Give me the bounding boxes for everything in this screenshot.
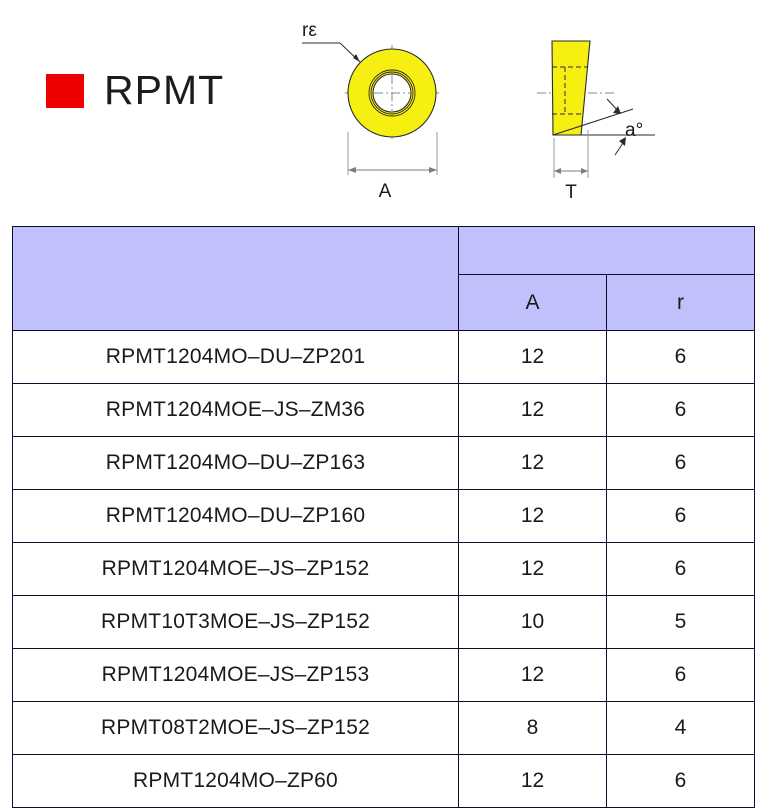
thickness-arrow-left [554,168,561,174]
cell-dimension-r: 6 [606,330,755,384]
insert-series-title: RPMT [104,67,225,113]
brand-color-swatch [46,73,84,108]
insert-counterbore-ring-mid [370,71,414,115]
cell-designation: RPMT10T3MOE–JS–ZP152 [12,595,459,649]
header-dimension-r: r [606,274,755,331]
cell-dimension-r: 6 [606,542,755,596]
cell-dimension-a: 12 [458,648,607,702]
cell-dimension-r: 6 [606,489,755,543]
cell-designation: RPMT1204MOE–JS–ZP152 [12,542,459,596]
cell-dimension-r: 6 [606,754,755,808]
cell-dimension-a: 12 [458,436,607,490]
brand-block: RPMT [46,70,224,111]
cell-dimension-a: 12 [458,330,607,384]
cell-designation: RPMT1204MO–ZP60 [12,754,459,808]
header-designation [12,226,459,331]
clearance-angle-label: a° [625,120,643,141]
thickness-label: T [565,182,577,203]
angle-lower-arrowhead [619,137,626,146]
width-label: A [379,181,392,202]
table-header-row-1 [12,226,755,331]
corner-radius-arrowhead [353,54,360,62]
width-arrow-right [429,167,437,173]
width-arrow-left [348,167,356,173]
insert-side-profile [551,40,591,136]
cell-dimension-a: 12 [458,489,607,543]
cell-dimension-a: 12 [458,542,607,596]
cell-designation: RPMT1204MO–DU–ZP160 [12,489,459,543]
insert-counterbore-ring-outer [368,69,416,117]
cell-designation: RPMT1204MOE–JS–ZM36 [12,383,459,437]
cell-dimension-a: 12 [458,754,607,808]
cell-dimension-a: 12 [458,383,607,437]
cell-dimension-r: 6 [606,383,755,437]
cell-dimension-r: 5 [606,595,755,649]
cell-dimension-r: 6 [606,436,755,490]
cell-designation: RPMT1204MOE–JS–ZP153 [12,648,459,702]
header-dimension-group [458,226,755,275]
table-head: A r [12,226,755,331]
cell-dimension-r: 6 [606,648,755,702]
cell-dimension-a: 8 [458,701,607,755]
header-dimension-a: A [458,274,607,331]
insert-side-view-diagram: a° T [537,40,655,203]
angle-upper-arrowhead [613,106,621,114]
cell-dimension-a: 10 [458,595,607,649]
corner-radius-label: rε [302,20,317,41]
cell-designation: RPMT1204MO–DU–ZP163 [12,436,459,490]
thickness-arrow-right [581,168,588,174]
table-header-row-2: A r [13,274,755,331]
round-insert-top-view-diagram: rε A [302,20,442,202]
figure-band: RPMT rε A [0,0,770,215]
cell-designation: RPMT1204MO–DU–ZP201 [12,330,459,384]
cell-designation: RPMT08T2MOE–JS–ZP152 [12,701,459,755]
cell-dimension-r: 4 [606,701,755,755]
